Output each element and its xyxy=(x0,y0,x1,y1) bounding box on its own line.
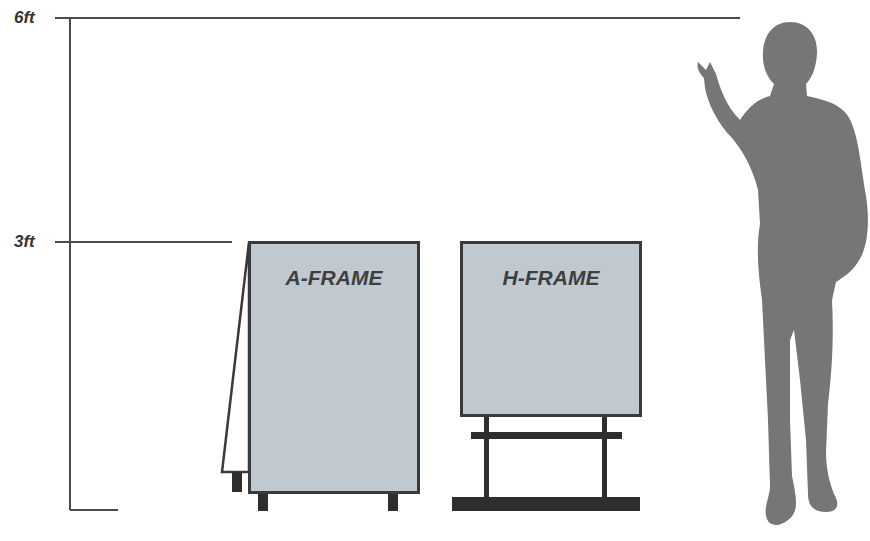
height-label: 6ft xyxy=(14,8,35,28)
height-label: 3ft xyxy=(14,232,35,252)
sign-title: A-FRAME xyxy=(251,266,417,290)
sign-panel: A-FRAME xyxy=(248,241,420,494)
sign-title: H-FRAME xyxy=(463,266,639,290)
person-silhouette xyxy=(697,22,867,525)
h-frame-stand xyxy=(452,414,640,511)
scale-lines xyxy=(55,18,740,510)
sign-panel: H-FRAME xyxy=(460,241,642,417)
